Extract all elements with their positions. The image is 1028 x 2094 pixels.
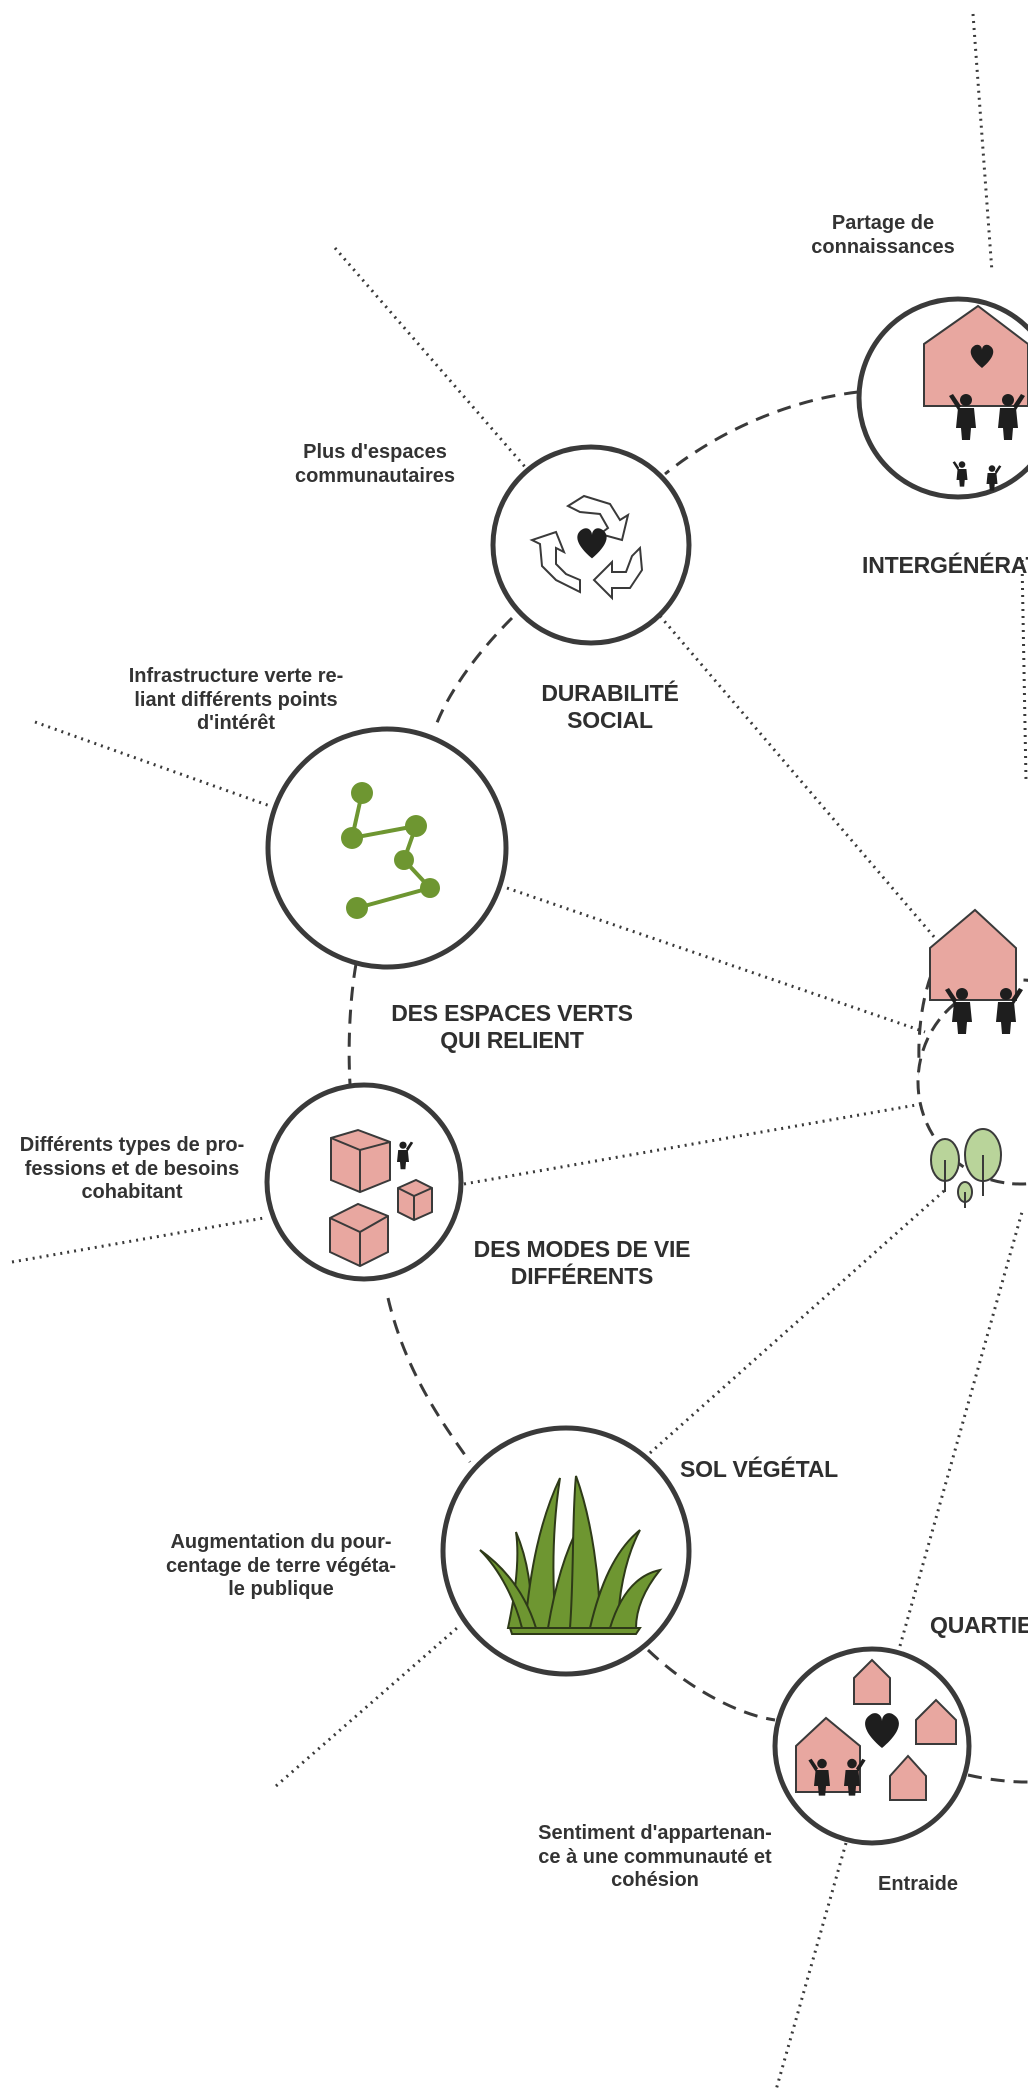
caption-belonging: Sentiment d'appartenan- ce à une communa… <box>538 1822 772 1892</box>
caption-professions: Différents types de pro- fessions et de … <box>19 1134 245 1204</box>
houses-heart-icon <box>795 1658 957 1801</box>
heading-social-durability: DURABILITÉ SOCIAL <box>541 680 679 734</box>
heading-lifestyles: DES MODES DE VIE DIFFÉRENTS <box>473 1236 691 1290</box>
intergenerational-node <box>856 296 1028 500</box>
cubes-person-icon <box>329 1128 433 1268</box>
dashed-arc <box>347 390 1028 1784</box>
plant-soil-node <box>440 1425 692 1677</box>
connector-intergen-hub <box>1020 559 1028 781</box>
neighbourhood-node <box>772 1646 972 1846</box>
house-heart-family-icon <box>923 304 1028 491</box>
caption-community-spaces: Plus d'espaces communautaires <box>294 441 456 487</box>
house-family-trees-icon <box>929 908 1023 1208</box>
connector-intergen-top <box>971 13 994 273</box>
lifestyles-node <box>264 1082 464 1282</box>
connector-soil-hub <box>649 1188 946 1455</box>
connector-soil-left <box>275 1626 458 1788</box>
heading-plant-soil: SOL VÉGÉTAL <box>680 1456 838 1482</box>
dotted-connectors <box>11 13 1028 2091</box>
connector-quarter-up <box>898 1211 1024 1647</box>
hub-node <box>916 908 1028 1208</box>
green-network-icon <box>341 782 440 919</box>
connector-durability-hub <box>658 615 937 939</box>
connector-lifestyles-left <box>11 1216 265 1264</box>
connector-durability-top <box>333 247 528 469</box>
caption-knowledge-sharing: Partage de connaissances <box>811 212 955 258</box>
heading-green-spaces: DES ESPACES VERTS QUI RELIENT <box>391 1000 633 1054</box>
recycle-heart-icon <box>529 494 644 601</box>
caption-soil-percentage: Augmentation du pour- centage de terre v… <box>165 1531 397 1601</box>
green-spaces-node <box>265 726 509 970</box>
connector-lifestyles-hub <box>463 1102 923 1186</box>
caption-green-infrastructure: Infrastructure verte re- liant différent… <box>128 665 344 735</box>
caption-mutual-aid: Entraide <box>877 1873 959 1895</box>
heading-neighbourhood: QUARTIE <box>930 1612 1028 1638</box>
connector-neighbourhood-bottom <box>774 1842 848 2091</box>
heading-intergenerational: INTERGÉNÉRAT <box>862 552 1028 578</box>
grass-icon <box>479 1475 663 1635</box>
social-durability-node <box>490 444 692 646</box>
